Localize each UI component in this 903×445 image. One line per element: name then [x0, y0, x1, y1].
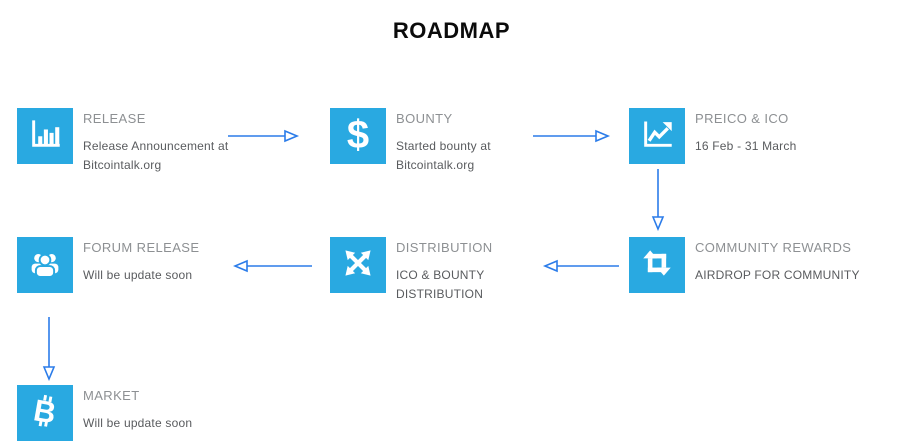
distribution-tile	[330, 237, 386, 293]
item-description: ICO & BOUNTY DISTRIBUTION	[396, 268, 485, 301]
item-description: 16 Feb - 31 March	[695, 139, 797, 153]
item-description: Started bounty at Bitcointalk.org	[396, 139, 491, 172]
svg-text:B: B	[31, 394, 58, 428]
page-title: ROADMAP	[392, 18, 511, 43]
arrow-right-bounty-to-preico-icon	[533, 128, 611, 149]
roadmap-item-forum-release: FORUM RELEASE Will be update soon	[17, 237, 317, 317]
item-title: RELEASE	[83, 111, 146, 126]
arrow-down-forum-to-market-icon	[41, 317, 57, 386]
forum-tile	[17, 237, 73, 293]
roadmap-item-bounty: $ BOUNTY Started bounty at Bitcointalk.o…	[330, 108, 630, 188]
item-title: DISTRIBUTION	[396, 240, 493, 255]
item-description: Will be update soon	[83, 268, 193, 282]
dollar-icon: $	[346, 113, 370, 157]
item-title: MARKET	[83, 388, 140, 403]
item-title: COMMUNITY REWARDS	[695, 240, 852, 255]
item-description: Will be update soon	[83, 416, 193, 430]
users-icon	[28, 246, 62, 285]
release-tile	[17, 108, 73, 164]
bar-chart-icon	[28, 117, 62, 156]
roadmap-item-release: RELEASE Release Announcement at Bitcoint…	[17, 108, 317, 188]
item-description: AIRDROP FOR COMMUNITY	[695, 268, 860, 282]
arrow-left-distribution-to-forum-icon	[232, 258, 313, 279]
roadmap-item-community-rewards: COMMUNITY REWARDS AIRDROP FOR COMMUNITY	[629, 237, 903, 317]
arrow-left-community-to-distribution-icon	[542, 258, 620, 279]
market-tile: B	[17, 385, 73, 441]
line-chart-icon	[640, 117, 674, 156]
roadmap-item-market: B MARKET Will be update soon	[17, 385, 317, 445]
roadmap-item-preico-ico: PREICO & ICO 16 Feb - 31 March	[629, 108, 903, 188]
item-title: FORUM RELEASE	[83, 240, 200, 255]
bounty-tile: $	[330, 108, 386, 164]
roadmap-item-distribution: DISTRIBUTION ICO & BOUNTY DISTRIBUTION	[330, 237, 630, 317]
community-tile	[629, 237, 685, 293]
retweet-icon	[641, 247, 673, 284]
arrows-out-icon	[342, 247, 374, 284]
item-description: Release Announcement at Bitcointalk.org	[83, 139, 229, 172]
arrow-down-preico-to-community-icon	[650, 169, 666, 236]
bitcoin-icon: B	[28, 394, 62, 433]
item-title: BOUNTY	[396, 111, 453, 126]
item-title: PREICO & ICO	[695, 111, 789, 126]
arrow-right-release-to-bounty-icon	[228, 128, 300, 149]
preico-tile	[629, 108, 685, 164]
